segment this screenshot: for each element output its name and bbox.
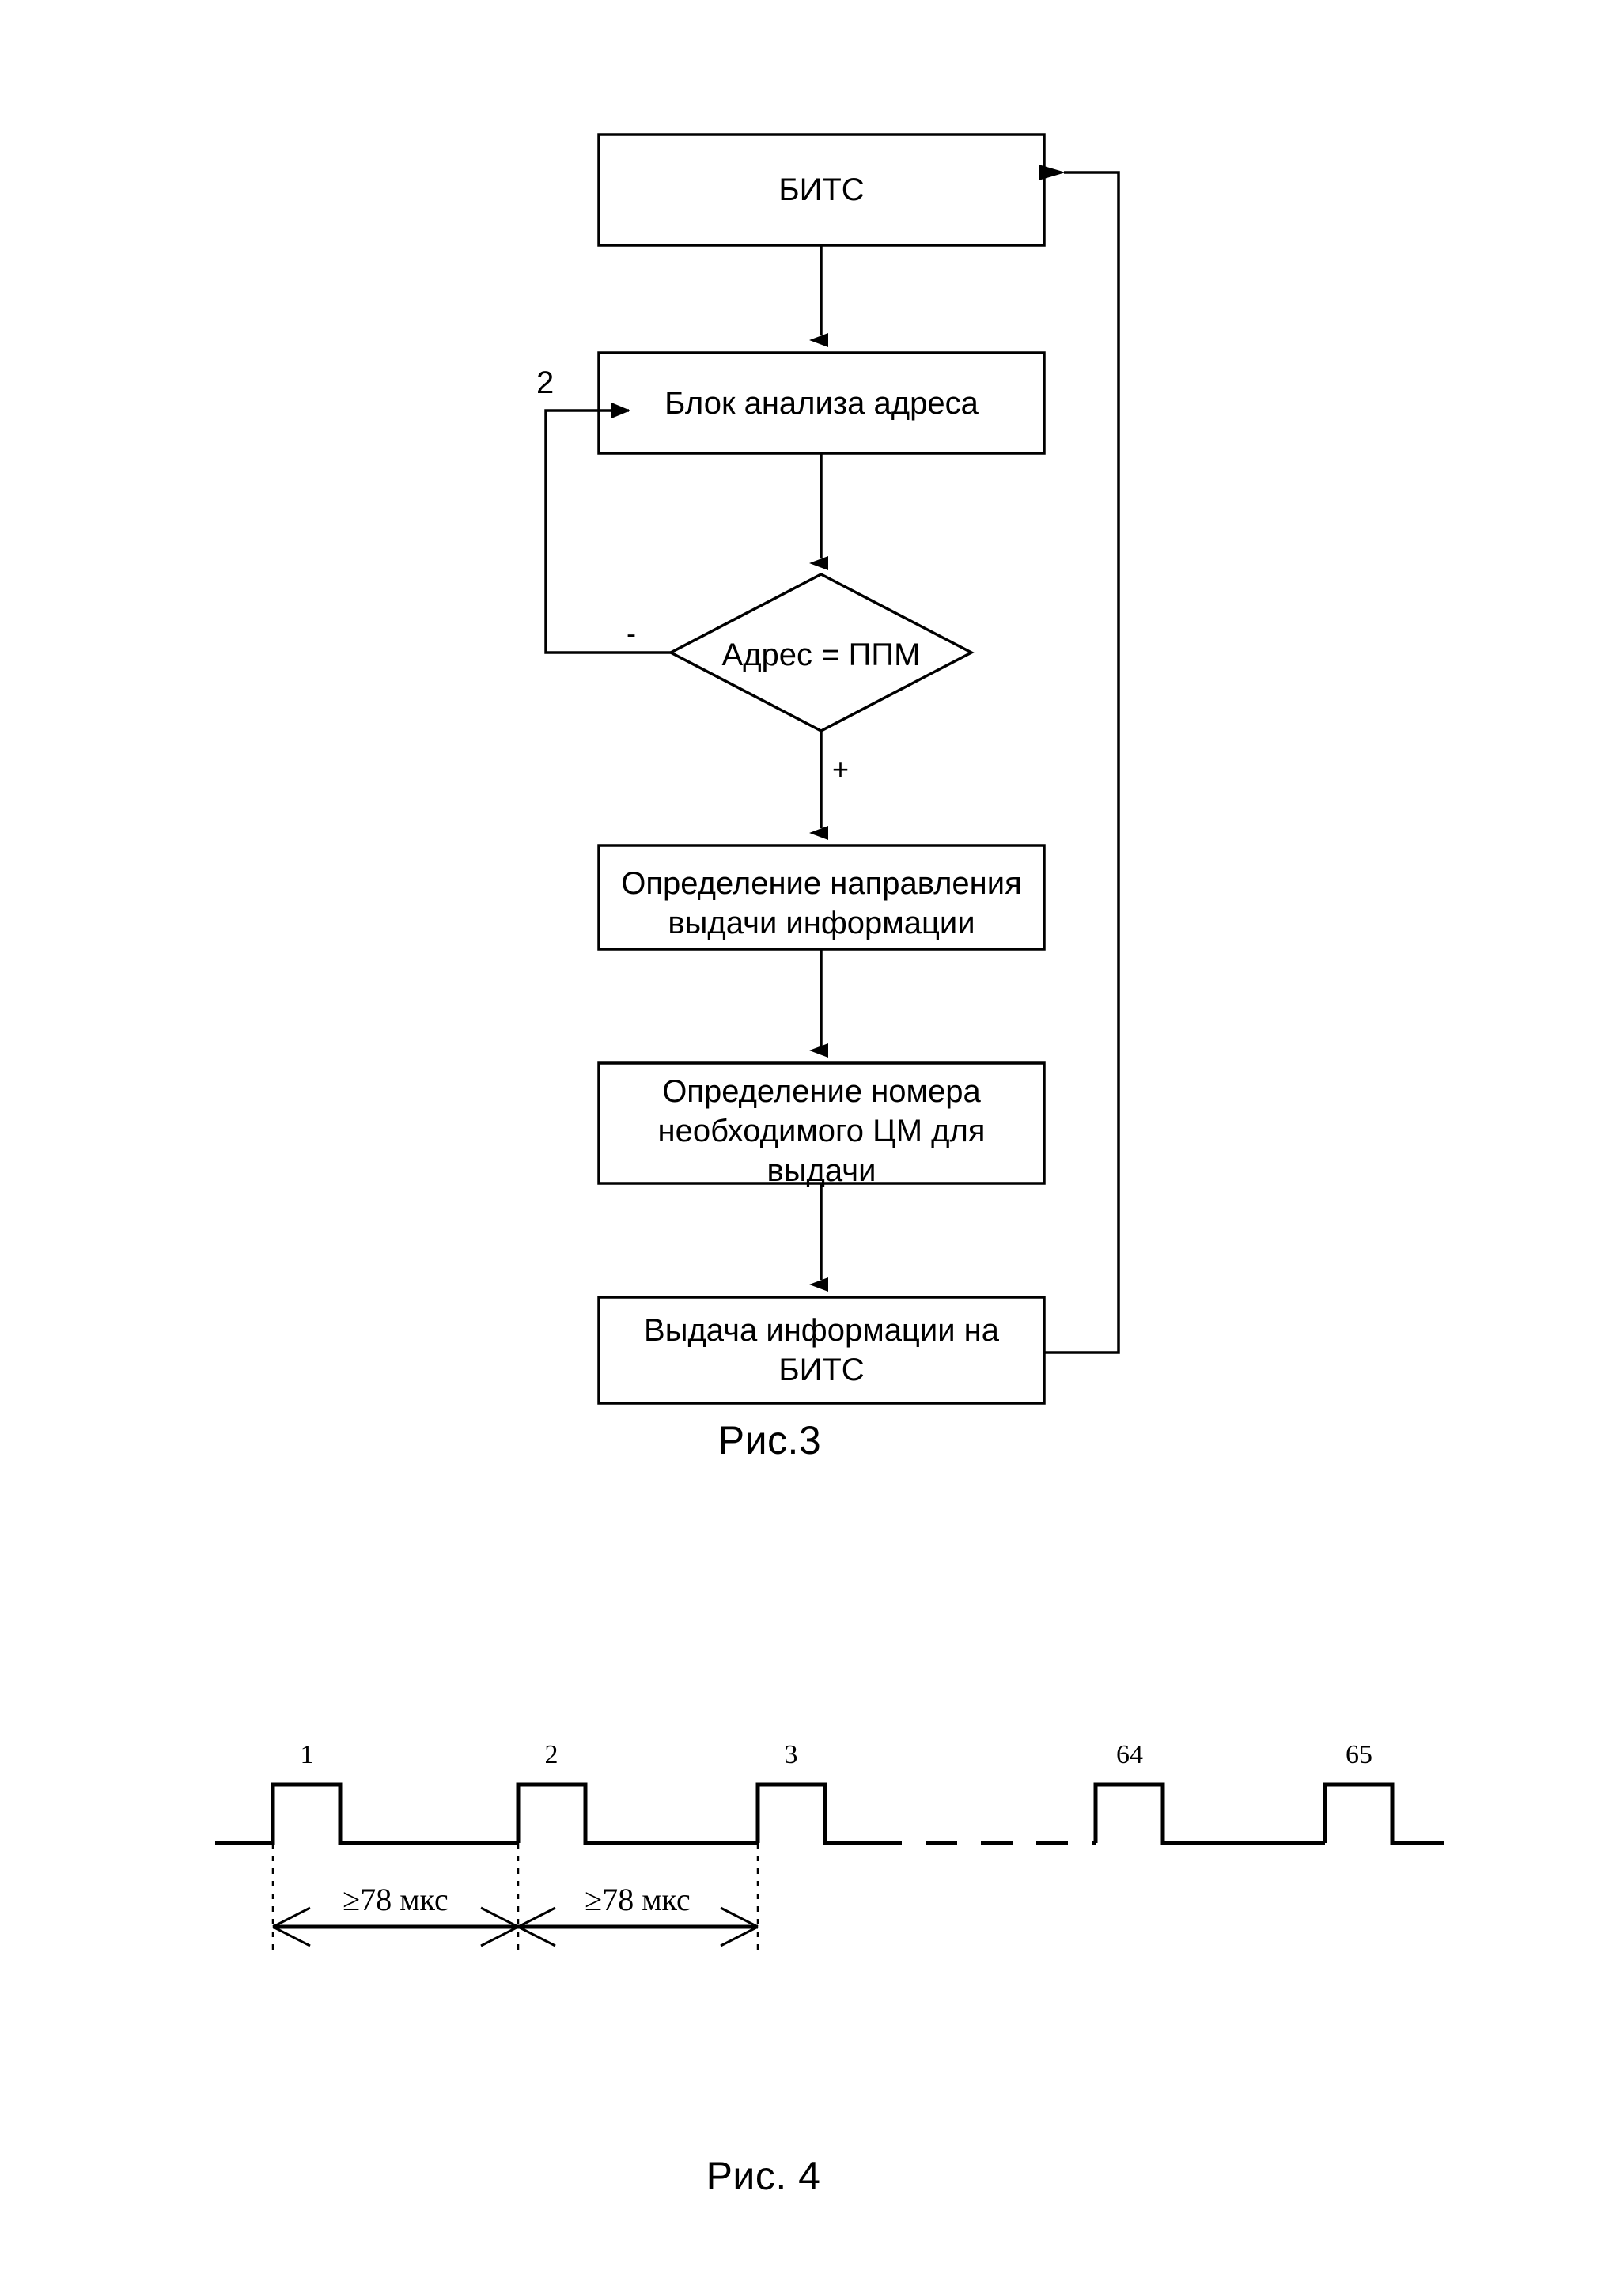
flowchart-connectors <box>544 165 1120 1354</box>
interval-label-2: ≥78 мкс <box>585 1882 691 1917</box>
pulse-label-1: 1 <box>300 1740 314 1769</box>
pulse-label-2: 2 <box>544 1740 558 1769</box>
waveform-segment-pulse-3 <box>755 1782 870 1845</box>
loop-connector-tag: 2 <box>536 365 555 400</box>
figure-3-caption: Рис.3 <box>717 1418 822 1463</box>
timing-dimension-line <box>272 1906 759 1947</box>
dim-tick-left <box>272 1906 311 1947</box>
pulse-label-64: 64 <box>1116 1740 1143 1769</box>
pulse-label-65: 65 <box>1346 1740 1372 1769</box>
waveform-segment-pulse-2 <box>516 1782 758 1845</box>
interval-label-1: ≥78 мкс <box>343 1882 449 1917</box>
node-direction-shape <box>597 844 1046 951</box>
pulse-label-3: 3 <box>784 1740 798 1769</box>
node-addr-block-shape <box>597 351 1046 455</box>
timing-waveform <box>215 1782 1444 1845</box>
edge-decision-negative-loop <box>544 403 671 654</box>
waveform-segment-pulse-65 <box>1323 1782 1444 1845</box>
node-cm-number-shape <box>597 1061 1046 1185</box>
branch-label-positive: + <box>832 753 850 785</box>
node-bits-top-shape <box>597 133 1046 247</box>
node-bits-output-shape <box>597 1296 1046 1405</box>
node-decision-shape <box>668 573 975 732</box>
figure-4-caption: Рис. 4 <box>706 2154 821 2198</box>
timing-extension-lines <box>271 1843 759 1952</box>
edge-output-feedback-loop <box>1039 165 1120 1354</box>
waveform-segment-lead <box>215 1782 518 1845</box>
dim-tick-right <box>720 1906 759 1947</box>
dim-tick-mid <box>480 1906 556 1947</box>
dimension-tick-marks <box>272 1906 759 1947</box>
waveform-segment-pulse-64 <box>1093 1782 1325 1845</box>
branch-label-negative: - <box>627 617 636 649</box>
